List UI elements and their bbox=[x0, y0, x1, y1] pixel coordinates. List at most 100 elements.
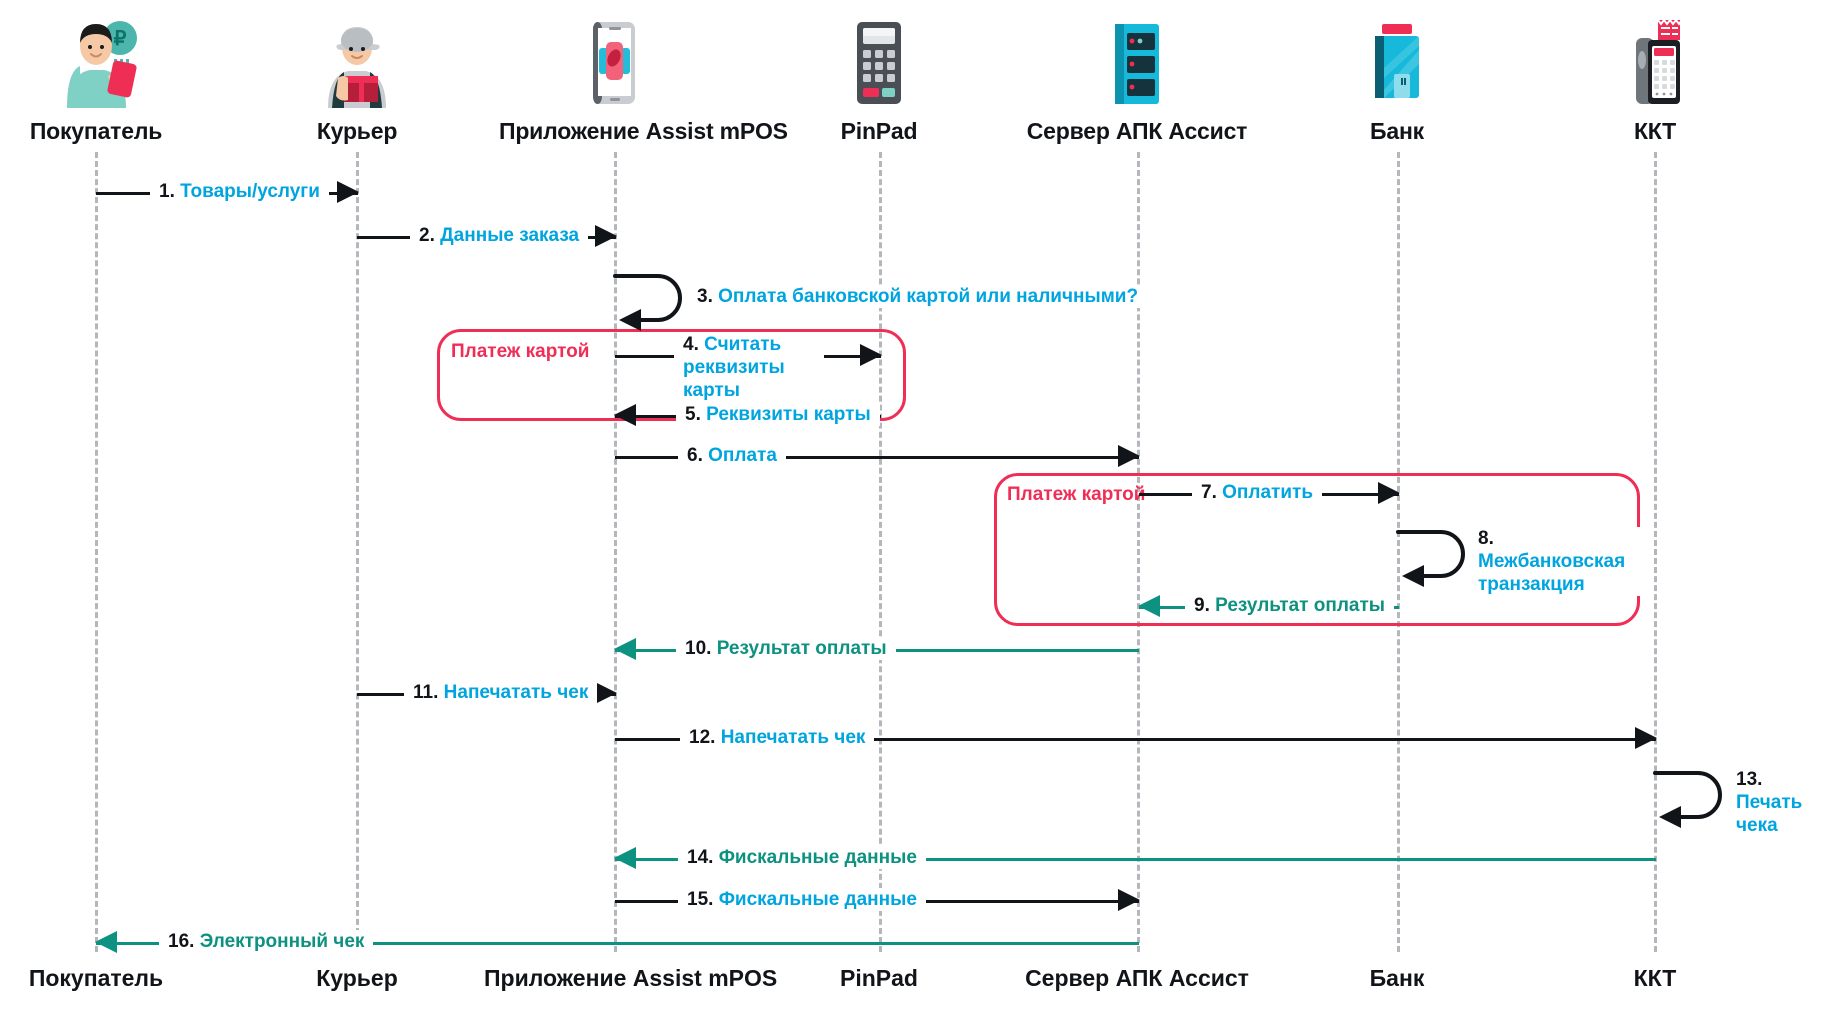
message-13-selfloop bbox=[1653, 765, 1733, 828]
message-text: Оплатить bbox=[1222, 482, 1314, 503]
lifeline-mpos-app bbox=[614, 152, 617, 952]
lifeline-bank bbox=[1397, 152, 1400, 952]
message-number: 6. bbox=[687, 445, 703, 466]
actor-customer: ₽ Покупатель bbox=[0, 10, 211, 145]
message-text: Фискальные данные bbox=[718, 889, 917, 910]
arrowhead-left-icon bbox=[1138, 595, 1160, 617]
smartphone-app-icon bbox=[499, 10, 729, 108]
message-1-label: 1. Товары/услуги bbox=[150, 180, 329, 203]
server-icon bbox=[1022, 10, 1252, 108]
actor-label: Банк bbox=[1369, 965, 1425, 991]
actor-courier: Курьер bbox=[242, 10, 472, 145]
actor-kkt: ККТ bbox=[1540, 10, 1770, 145]
bank-card-icon bbox=[1282, 10, 1512, 108]
arrowhead-right-icon bbox=[337, 181, 359, 203]
actor-label: ККТ bbox=[1633, 965, 1677, 991]
actor-bank: Банк bbox=[1282, 10, 1512, 145]
message-number: 8. bbox=[1478, 528, 1494, 549]
message-4-label: 4. Считать реквизиты карты bbox=[674, 333, 824, 402]
message-number: 5. bbox=[685, 404, 701, 425]
message-number: 2. bbox=[419, 225, 435, 246]
message-text: Печать чека bbox=[1736, 792, 1803, 836]
message-text: Межбанковская транзакция bbox=[1478, 551, 1626, 595]
message-number: 11. bbox=[413, 682, 439, 703]
message-text: Электронный чек bbox=[199, 931, 365, 952]
message-text: Оплата банковской картой или наличными? bbox=[718, 286, 1139, 307]
actor-foot-customer: Покупатель bbox=[0, 965, 226, 992]
message-number: 3. bbox=[697, 286, 713, 307]
message-8-label: 8. Межбанковская транзакция bbox=[1469, 527, 1644, 596]
message-text: Реквизиты карты bbox=[706, 404, 871, 425]
pinpad-icon bbox=[764, 10, 994, 108]
message-5-label: 5. Реквизиты карты bbox=[676, 403, 880, 426]
message-text: Результат оплаты bbox=[716, 638, 887, 659]
message-line bbox=[615, 738, 1656, 741]
courier-icon bbox=[242, 10, 472, 108]
message-number: 10. bbox=[685, 638, 712, 659]
lifeline-customer bbox=[95, 152, 98, 952]
arrowhead-right-icon bbox=[1118, 889, 1140, 911]
actor-label: PinPad bbox=[840, 118, 918, 144]
message-text: Считать реквизиты карты bbox=[683, 334, 785, 401]
svg-text:₽: ₽ bbox=[114, 28, 127, 50]
arrowhead-left-icon bbox=[614, 638, 636, 660]
arrowhead-right-icon bbox=[860, 344, 882, 366]
actor-label: Сервер АПК Ассист bbox=[1025, 965, 1249, 991]
message-text: Фискальные данные bbox=[718, 847, 917, 868]
actor-foot-mpos-app: Приложение Assist mPOS bbox=[484, 965, 777, 992]
message-16-label: 16. Электронный чек bbox=[159, 930, 374, 953]
actor-mpos-app: Приложение Assist mPOS bbox=[499, 10, 788, 145]
message-6-label: 6. Оплата bbox=[678, 444, 786, 467]
message-text: Напечатать чек bbox=[720, 727, 866, 748]
message-number: 9. bbox=[1194, 595, 1210, 616]
arrowhead-left-icon bbox=[614, 847, 636, 869]
arrowhead-left-icon bbox=[95, 931, 117, 953]
fragment-label: Платеж картой bbox=[1007, 484, 1146, 505]
fragment-label: Платеж картой bbox=[451, 341, 590, 362]
message-text: Оплата bbox=[708, 445, 777, 466]
actor-label: Приложение Assist mPOS bbox=[499, 118, 788, 144]
cash-register-icon bbox=[1540, 10, 1770, 108]
message-8-selfloop bbox=[1396, 524, 1476, 587]
customer-icon: ₽ bbox=[0, 10, 211, 108]
message-15-label: 15. Фискальные данные bbox=[678, 888, 926, 911]
message-7-label: 7. Оплатить bbox=[1192, 481, 1323, 504]
message-text: Товары/услуги bbox=[180, 181, 320, 202]
actor-foot-courier: Курьер bbox=[227, 965, 487, 992]
arrowhead-left-icon bbox=[614, 404, 636, 426]
message-3-selfloop bbox=[613, 268, 693, 331]
message-line bbox=[615, 456, 1139, 459]
message-number: 16. bbox=[168, 931, 195, 952]
arrowhead-right-icon bbox=[1118, 445, 1140, 467]
message-number: 15. bbox=[687, 889, 714, 910]
actor-foot-pinpad: PinPad bbox=[749, 965, 1009, 992]
lifeline-pinpad bbox=[879, 152, 882, 952]
arrowhead-right-icon bbox=[1378, 482, 1400, 504]
message-9-label: 9. Результат оплаты bbox=[1185, 594, 1394, 617]
message-number: 14. bbox=[687, 847, 714, 868]
message-line bbox=[615, 858, 1656, 861]
actor-foot-kkt: ККТ bbox=[1525, 965, 1785, 992]
fragment-card-payment-pinpad bbox=[437, 329, 906, 421]
lifeline-kkt bbox=[1654, 152, 1657, 952]
message-number: 4. bbox=[683, 334, 699, 355]
message-text: Результат оплаты bbox=[1215, 595, 1385, 616]
actor-label: Банк bbox=[1370, 118, 1424, 144]
message-number: 12. bbox=[689, 727, 716, 748]
actor-label: Курьер bbox=[316, 118, 398, 144]
arrowhead-right-icon bbox=[595, 225, 617, 247]
message-text: Данные заказа bbox=[440, 225, 580, 246]
arrowhead-right-icon bbox=[1635, 727, 1657, 749]
actor-foot-server: Сервер АПК Ассист bbox=[1007, 965, 1267, 992]
actor-server: Сервер АПК Ассист bbox=[1022, 10, 1252, 145]
actor-label: PinPad bbox=[840, 965, 918, 991]
message-number: 7. bbox=[1201, 482, 1217, 503]
message-number: 1. bbox=[159, 181, 175, 202]
actor-foot-bank: Банк bbox=[1267, 965, 1527, 992]
message-number: 13. bbox=[1736, 769, 1763, 790]
message-text: Напечатать чек bbox=[443, 682, 589, 703]
actor-label: ККТ bbox=[1633, 118, 1677, 144]
lifeline-server bbox=[1137, 152, 1140, 952]
message-3-label: 3. Оплата банковской картой или наличным… bbox=[688, 285, 1148, 308]
